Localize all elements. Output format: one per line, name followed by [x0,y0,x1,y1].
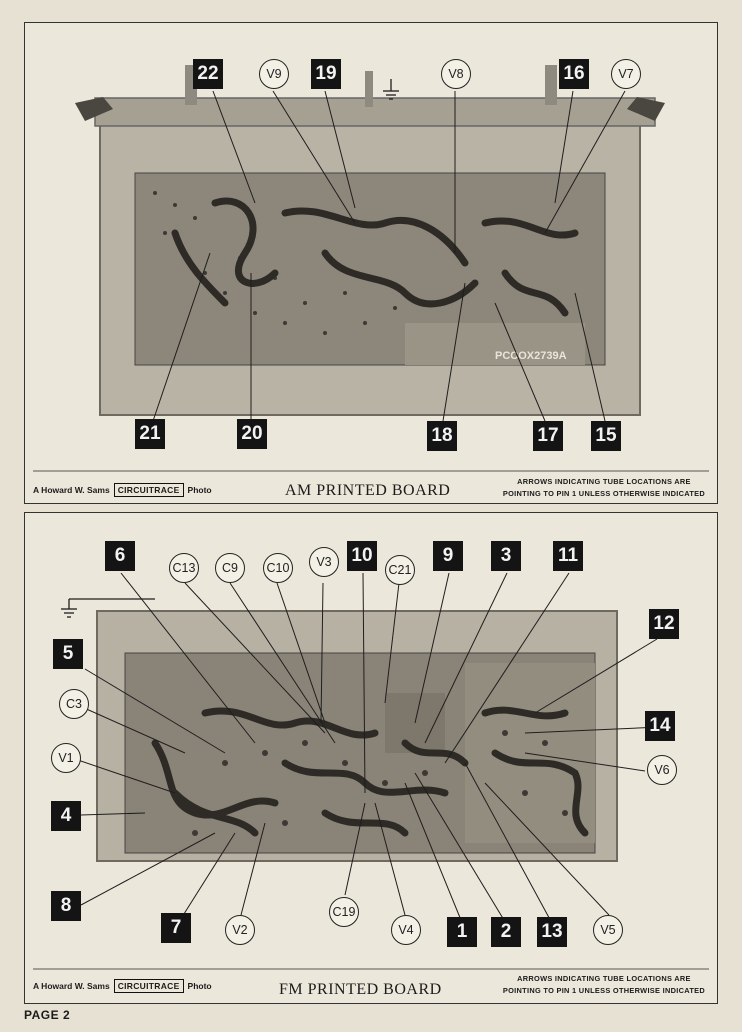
capacitor-label-c21: C21 [385,555,415,585]
note-line-1: ARROWS INDICATING TUBE LOCATIONS ARE [517,974,691,983]
callout-6: 6 [105,541,135,571]
callout-1: 1 [447,917,477,947]
credit-suffix: Photo [187,485,212,495]
callout-17: 17 [533,421,563,451]
capacitor-label-c19: C19 [329,897,359,927]
callout-8: 8 [51,891,81,921]
ground-symbol-icon [61,598,155,618]
note-line-1: ARROWS INDICATING TUBE LOCATIONS ARE [517,477,691,486]
board-marking: PCCOX2739A [495,350,567,362]
ground-symbol-icon [383,79,399,100]
circuitrace-logo: CIRCUITRACE [113,483,184,497]
callout-15: 15 [591,421,621,451]
capacitor-label-c13: C13 [169,553,199,583]
credit-prefix: A Howard W. Sams [33,981,110,991]
tube-label-v1: V1 [51,743,81,773]
callout-18: 18 [427,421,457,451]
am-arrow-note: ARROWS INDICATING TUBE LOCATIONS ARE POI… [503,476,705,500]
callout-3: 3 [491,541,521,571]
capacitor-label-c9: C9 [215,553,245,583]
callout-9: 9 [433,541,463,571]
callout-4: 4 [51,801,81,831]
capacitor-label-c10: C10 [263,553,293,583]
callout-14: 14 [645,711,675,741]
callout-5: 5 [53,639,83,669]
fm-arrow-note: ARROWS INDICATING TUBE LOCATIONS ARE POI… [503,973,705,997]
tube-label-v3: V3 [309,547,339,577]
callout-10: 10 [347,541,377,571]
callout-2: 2 [491,917,521,947]
callout-20: 20 [237,419,267,449]
callout-21: 21 [135,419,165,449]
tube-label-v8: V8 [441,59,471,89]
callout-13: 13 [537,917,567,947]
note-line-2: POINTING TO PIN 1 UNLESS OTHERWISE INDIC… [502,489,705,498]
tube-label-v4: V4 [391,915,421,945]
am-board-title: AM PRINTED BOARD [285,482,451,499]
callout-22: 22 [193,59,223,89]
capacitor-label-c3: C3 [59,689,89,719]
callout-11: 11 [553,541,583,571]
am-board-photo: PCCOX2739A [33,65,709,472]
am-photo-credit: A Howard W. Sams CIRCUITRACE Photo [33,483,212,497]
tube-label-v6: V6 [647,755,677,785]
callout-19: 19 [311,59,341,89]
callout-7: 7 [161,913,191,943]
credit-prefix: A Howard W. Sams [33,485,110,495]
am-board-panel: PCCOX2739A 22 19 16 21 20 18 17 [24,22,718,504]
fm-board-title: FM PRINTED BOARD [279,981,442,998]
tube-label-v2: V2 [225,915,255,945]
fm-photo-credit: A Howard W. Sams CIRCUITRACE Photo [33,979,212,993]
callout-16: 16 [559,59,589,89]
callout-12: 12 [649,609,679,639]
note-line-2: POINTING TO PIN 1 UNLESS OTHERWISE INDIC… [502,986,705,995]
page-number: PAGE 2 [24,1008,71,1022]
circuitrace-logo: CIRCUITRACE [113,979,184,993]
tube-label-v7: V7 [611,59,641,89]
credit-suffix: Photo [187,981,212,991]
tube-label-v9: V9 [259,59,289,89]
fm-board-panel: 6 10 9 3 11 12 5 14 4 8 7 1 2 13 C13 C9 … [24,512,718,1004]
tube-label-v5: V5 [593,915,623,945]
fm-board-photo [33,572,709,970]
